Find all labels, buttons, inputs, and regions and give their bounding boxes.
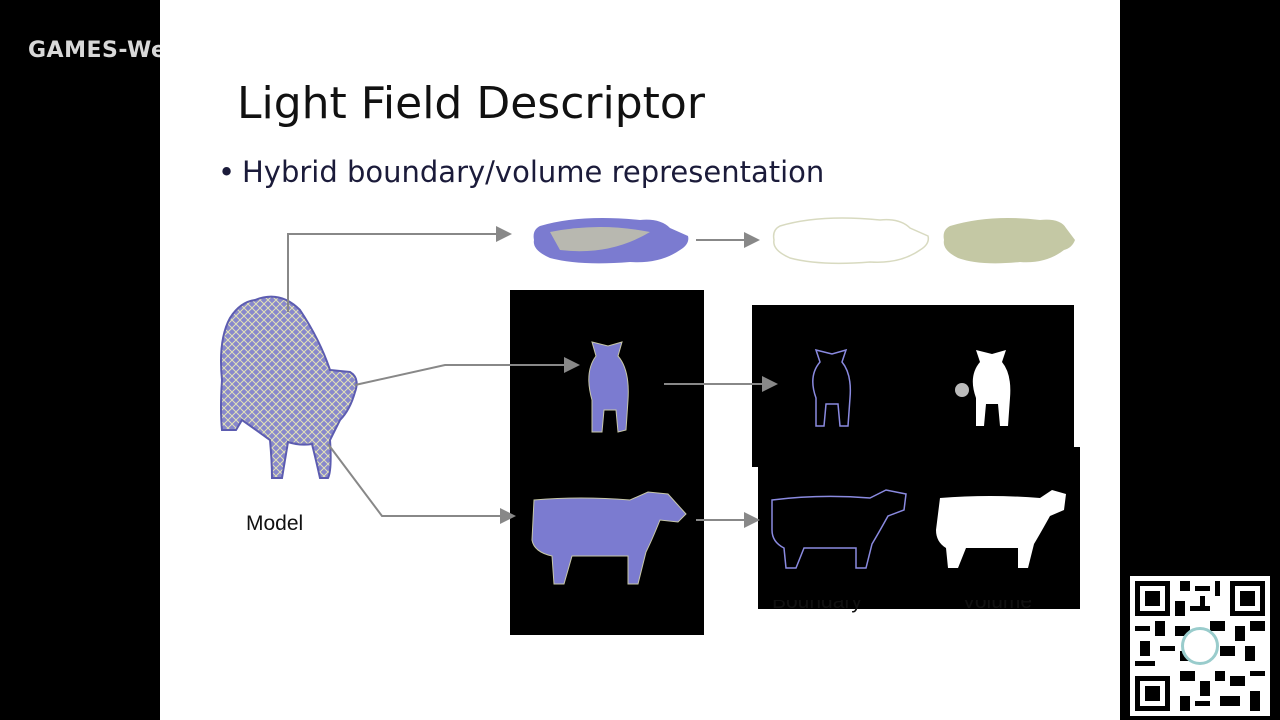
diagram-graphics (220, 217, 1075, 585)
side-view-cow-icon (531, 491, 687, 585)
top-view-cow-shaded-icon (533, 218, 689, 264)
front-silhouettes-panel (752, 305, 1074, 467)
volume-label: Volume (962, 590, 1033, 613)
side-volume-silhouette-icon (936, 490, 1066, 568)
top-view-cow-volume-icon (943, 218, 1075, 264)
boundary-label: Boundary (772, 590, 862, 613)
front-view-cow-icon (588, 341, 629, 433)
top-view-cow-boundary-icon (772, 217, 930, 265)
slide: Light Field Descriptor •Hybrid boundary/… (160, 0, 1120, 720)
bullet-text: Hybrid boundary/volume representation (242, 155, 825, 189)
front-volume-silhouette-icon (955, 350, 1011, 426)
slide-title: Light Field Descriptor (237, 78, 705, 129)
qr-code (1130, 576, 1270, 716)
front-boundary-silhouette-icon (812, 348, 852, 427)
cow-model-icon (220, 295, 358, 479)
model-label: Model (246, 512, 304, 535)
flow-arrows (287, 226, 778, 528)
side-boundary-silhouette-icon (771, 489, 907, 569)
bullet-item: •Hybrid boundary/volume representation (218, 155, 824, 189)
